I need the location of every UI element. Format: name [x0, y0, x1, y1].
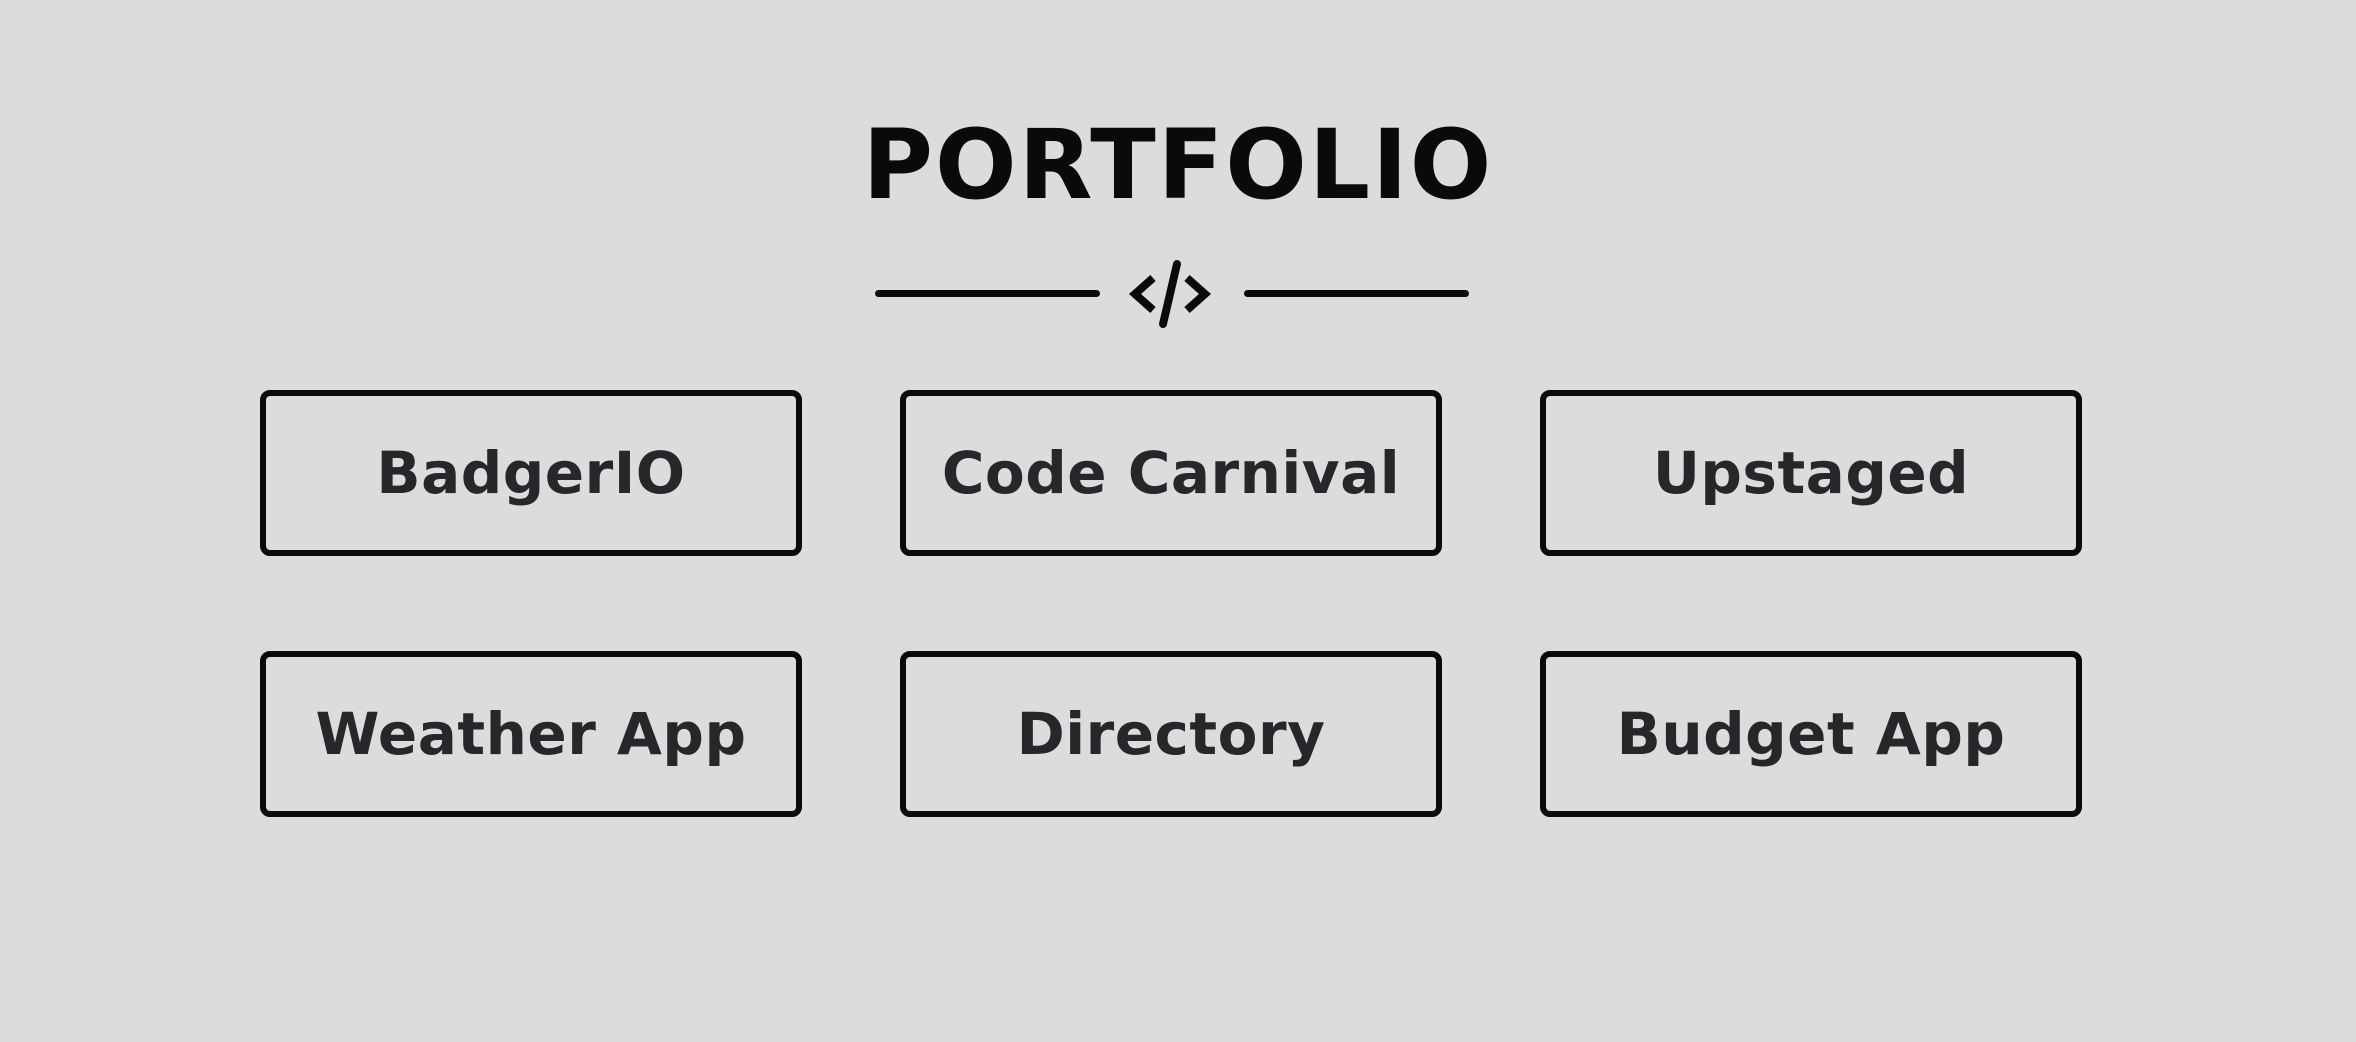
project-card-label: BadgerIO: [376, 439, 686, 507]
divider-line-right: [1244, 290, 1469, 297]
project-card-upstaged[interactable]: Upstaged: [1540, 390, 2082, 556]
project-card-code-carnival[interactable]: Code Carnival: [900, 390, 1442, 556]
project-card-directory[interactable]: Directory: [900, 651, 1442, 817]
project-card-label: Weather App: [315, 700, 747, 768]
project-card-label: Upstaged: [1652, 439, 1970, 507]
page-title: PORTFOLIO: [862, 109, 1494, 221]
project-card-label: Budget App: [1616, 700, 2006, 768]
project-card-label: Code Carnival: [941, 439, 1401, 507]
project-card-weather-app[interactable]: Weather App: [260, 651, 802, 817]
project-card-badgerio[interactable]: BadgerIO: [260, 390, 802, 556]
code-icon: [1128, 260, 1212, 328]
divider-line-left: [875, 290, 1100, 297]
project-card-label: Directory: [1016, 700, 1326, 768]
project-card-budget-app[interactable]: Budget App: [1540, 651, 2082, 817]
